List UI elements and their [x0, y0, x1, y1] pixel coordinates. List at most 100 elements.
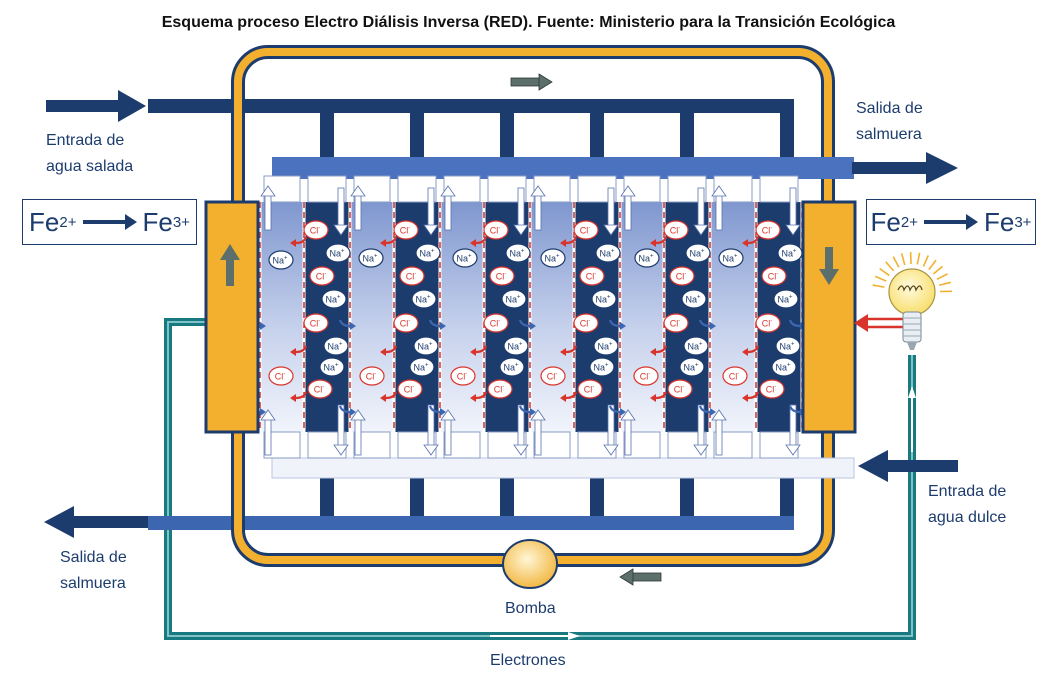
chloride-ion-label: Cl- [494, 385, 505, 395]
flow-arrow-head [530, 185, 546, 197]
ion-transfer-arrow [295, 391, 308, 400]
chloride-ion-label: Cl- [762, 226, 773, 236]
sodium-ion: Na+ [358, 248, 384, 268]
ion-transfer-arrow-head [650, 348, 656, 356]
chloride-ion-label: Cl- [729, 372, 740, 382]
ion-transfer-arrow [518, 319, 531, 328]
chloride-ion: Cl- [307, 379, 333, 399]
chloride-ion-shape [573, 220, 599, 240]
redox-to: Fe [142, 206, 173, 237]
chloride-ion-label: Cl- [490, 226, 501, 236]
label-entrada-agua-dulce: Entrada de agua dulce [928, 479, 1006, 531]
sodium-ion-label: Na+ [509, 249, 525, 259]
flow-arrow [715, 193, 723, 231]
chloride-ion: Cl- [573, 313, 599, 333]
chloride-ion: Cl- [755, 313, 781, 333]
ion-transfer-arrow-head [470, 348, 476, 356]
label-line: agua dulce [928, 509, 1007, 526]
ion-transfer-arrow [475, 345, 488, 354]
label-line: salmuera [856, 126, 922, 143]
flow-arrow [534, 417, 542, 456]
chloride-ion-shape [573, 313, 599, 333]
sodium-ion-label: Na+ [689, 249, 705, 259]
sodium-ion: Na+ [775, 336, 801, 356]
ion-transfer-arrow-head [440, 322, 446, 330]
ion-transfer-arrow [655, 345, 668, 354]
chloride-ion-label: Cl- [400, 319, 411, 329]
light-ray [936, 273, 949, 281]
flow-arrow [789, 187, 797, 228]
flow-arrow [444, 417, 452, 456]
ion-transfer-arrow [475, 236, 488, 245]
flow-arrow-head [785, 224, 801, 236]
sodium-ion: Na+ [499, 357, 525, 377]
sodium-ion-label: Na+ [419, 249, 435, 259]
sodium-ion: Na+ [503, 336, 529, 356]
sodium-ion: Na+ [411, 289, 437, 309]
chloride-ion: Cl- [667, 379, 693, 399]
light-ray [879, 267, 890, 277]
label-salida-salmuera-bottom: Salida de salmuera [60, 545, 127, 597]
sodium-ion: Na+ [771, 357, 797, 377]
fresh-water-header [271, 457, 855, 479]
chloride-ion: Cl- [573, 220, 599, 240]
label-line: agua salada [46, 158, 134, 175]
ion-transfer-arrow [747, 391, 760, 400]
sodium-ion-label: Na+ [329, 249, 345, 259]
ion-transfer-arrow [747, 236, 760, 245]
chloride-ion-shape [579, 266, 605, 286]
flow-arrow [517, 187, 525, 228]
sodium-ion-shape [319, 357, 345, 377]
ion-transfer-arrow-head [290, 239, 296, 247]
redox-to: Fe [984, 206, 1015, 237]
chloride-ion: Cl- [309, 266, 335, 286]
sodium-ion: Na+ [591, 289, 617, 309]
ion-transfer-arrow-head [650, 394, 656, 402]
chloride-ion: Cl- [399, 266, 425, 286]
chloride-ion-label: Cl- [670, 226, 681, 236]
flow-arrow-head [350, 185, 366, 197]
chloride-ion-label: Cl- [586, 272, 597, 282]
pump [502, 539, 558, 589]
label-line: salmuera [60, 575, 126, 592]
sodium-ion: Na+ [593, 336, 619, 356]
flow-arrow-head [350, 409, 366, 421]
ion-transfer-arrow [655, 391, 668, 400]
flow-arrow [534, 193, 542, 231]
sodium-ion-shape [415, 243, 441, 263]
chloride-ion-shape [303, 220, 329, 240]
flow-arrow-head [440, 185, 456, 197]
outlet-arrow-brine-bottom [44, 506, 148, 538]
flow-arrow-head [333, 444, 349, 456]
ion-transfer-arrow [338, 405, 351, 414]
sodium-ion-label: Na+ [597, 342, 613, 352]
ion-transfer-arrow-head [470, 239, 476, 247]
sodium-ion-label: Na+ [544, 254, 560, 264]
chloride-ion-shape [633, 366, 659, 386]
ion-transfer-arrow [788, 405, 801, 414]
brine-header-top [272, 157, 854, 179]
chloride-ion: Cl- [663, 220, 689, 240]
sodium-ion: Na+ [415, 243, 441, 263]
label-line: Salida de [60, 549, 127, 566]
ion-transfer-arrow [475, 391, 488, 400]
flow-arrow [444, 193, 452, 231]
chloride-ion-shape [755, 220, 781, 240]
light-ray [916, 252, 921, 265]
sodium-ion-shape [589, 357, 615, 377]
sodium-ion: Na+ [409, 357, 435, 377]
chloride-ion: Cl- [303, 313, 329, 333]
ion-transfer-arrow [608, 405, 621, 414]
sodium-ion: Na+ [323, 336, 349, 356]
flow-arrow-head [785, 444, 801, 456]
inlet-arrow-fresh [858, 450, 958, 482]
ion-transfer-arrow [385, 391, 398, 400]
chloride-ion-label: Cl- [762, 319, 773, 329]
ion-transfer-arrow-head [260, 408, 266, 416]
flow-arrow [607, 187, 615, 228]
sodium-ion-shape [773, 289, 799, 309]
ion-transfer-arrow-head [530, 322, 536, 330]
chloride-ion: Cl- [669, 266, 695, 286]
ion-transfer-arrow-head [620, 322, 626, 330]
